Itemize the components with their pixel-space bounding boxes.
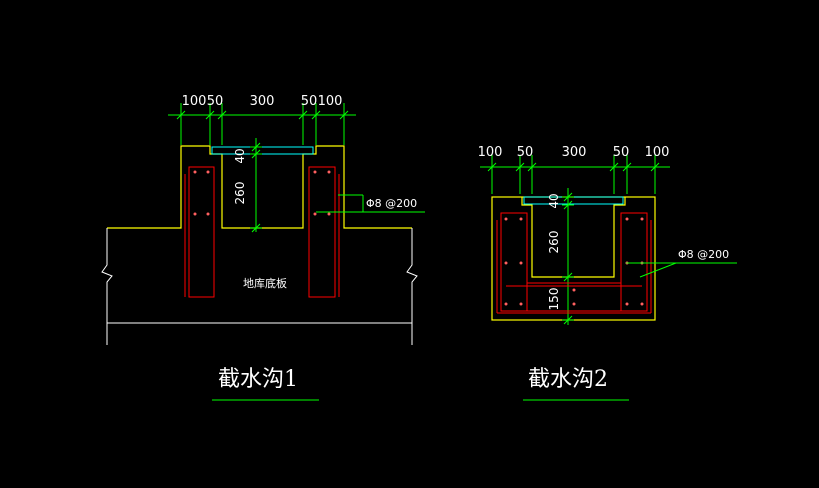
d2-dim-2: 50	[517, 145, 534, 160]
drawing-1: 100 50 300 50 100 40 260	[101, 94, 425, 401]
d2-dim-4: 50	[613, 145, 630, 160]
d1-depth-dimension	[250, 138, 262, 233]
d1-dim-5: 100	[318, 94, 343, 109]
d2-dim-1: 100	[478, 145, 503, 160]
d1-title: 截水沟1	[218, 367, 298, 392]
d1-slab-boundary	[101, 228, 418, 345]
d1-concrete-outline	[107, 145, 412, 229]
d2-concrete-outline	[491, 196, 656, 321]
d2-dim-3: 300	[562, 145, 587, 160]
d1-dim-4: 50	[301, 94, 318, 109]
d1-rebar-dots	[193, 170, 331, 216]
d2-rebar-cage	[496, 212, 652, 314]
d2-rebar-dots	[504, 217, 644, 306]
d1-dim-2: 50	[207, 94, 224, 109]
d2-bottom-dim: 150	[547, 288, 561, 311]
d1-dim-1: 100	[182, 94, 207, 109]
d2-depth-dim: 260	[547, 231, 561, 254]
d1-rebar-note: Φ8 @200	[366, 197, 417, 210]
d1-grate-cover	[211, 146, 314, 155]
d2-grate-cover	[523, 196, 624, 205]
d2-depth-dimension	[562, 188, 574, 325]
d1-dim-3: 300	[250, 94, 275, 109]
d1-depth-dim: 260	[233, 182, 247, 205]
d2-cover-dim: 40	[547, 193, 561, 208]
d1-cover-dim: 40	[233, 148, 247, 163]
drawing-2: 100 50 300 50 100 40 260 150	[478, 145, 737, 401]
d2-rebar-leader	[626, 262, 737, 278]
d2-top-dimension-line	[480, 155, 670, 194]
d2-rebar-note: Φ8 @200	[678, 248, 729, 261]
d2-dim-5: 100	[645, 145, 670, 160]
d2-title: 截水沟2	[528, 367, 608, 392]
d1-top-dimension-line	[168, 103, 356, 145]
d1-rebar-leader	[316, 194, 425, 213]
d1-slab-label: 地库底板	[243, 276, 287, 290]
